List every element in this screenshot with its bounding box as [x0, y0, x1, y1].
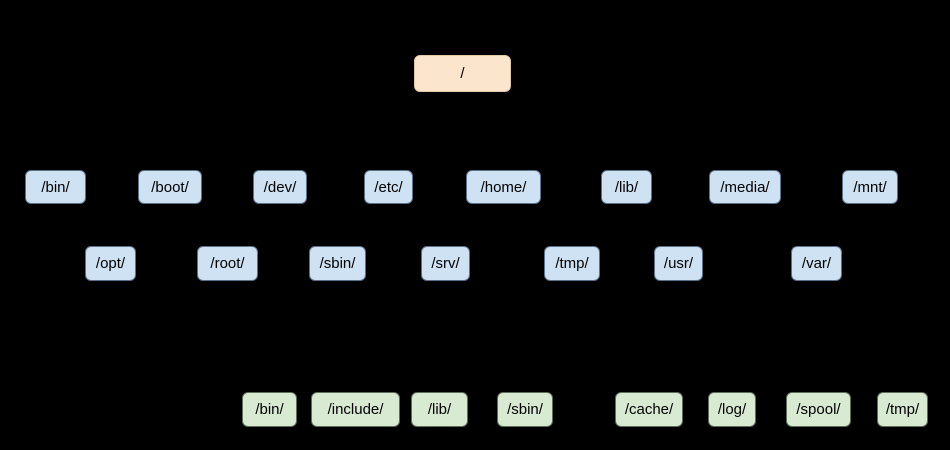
- node-directory-sbin: /sbin/: [309, 246, 366, 281]
- node-directory-var: /var/: [791, 246, 842, 281]
- node-subdirectory-log: /log/: [708, 392, 756, 427]
- node-subdirectory-cache: /cache/: [615, 392, 683, 427]
- node-directory-bin: /bin/: [25, 170, 86, 204]
- node-subdirectory-spool: /spool/: [786, 392, 851, 427]
- node-root-root: /: [414, 55, 511, 92]
- node-subdirectory-bin: /bin/: [242, 392, 297, 427]
- node-directory-opt: /opt/: [85, 246, 136, 281]
- node-directory-srv: /srv/: [421, 246, 470, 281]
- node-subdirectory-lib: /lib/: [411, 392, 468, 427]
- node-directory-dev: /dev/: [253, 170, 307, 204]
- node-subdirectory-tmp: /tmp/: [877, 392, 928, 427]
- node-directory-root: /root/: [197, 246, 258, 281]
- node-directory-boot: /boot/: [138, 170, 202, 204]
- node-directory-home: /home/: [466, 170, 541, 204]
- node-directory-usr: /usr/: [654, 246, 703, 281]
- node-directory-media: /media/: [709, 170, 781, 204]
- node-directory-lib: /lib/: [601, 170, 652, 204]
- node-subdirectory-sbin: /sbin/: [497, 392, 553, 427]
- node-subdirectory-include: /include/: [311, 392, 400, 427]
- node-directory-mnt: /mnt/: [842, 170, 898, 204]
- node-directory-etc: /etc/: [364, 170, 413, 204]
- node-directory-tmp: /tmp/: [544, 246, 600, 281]
